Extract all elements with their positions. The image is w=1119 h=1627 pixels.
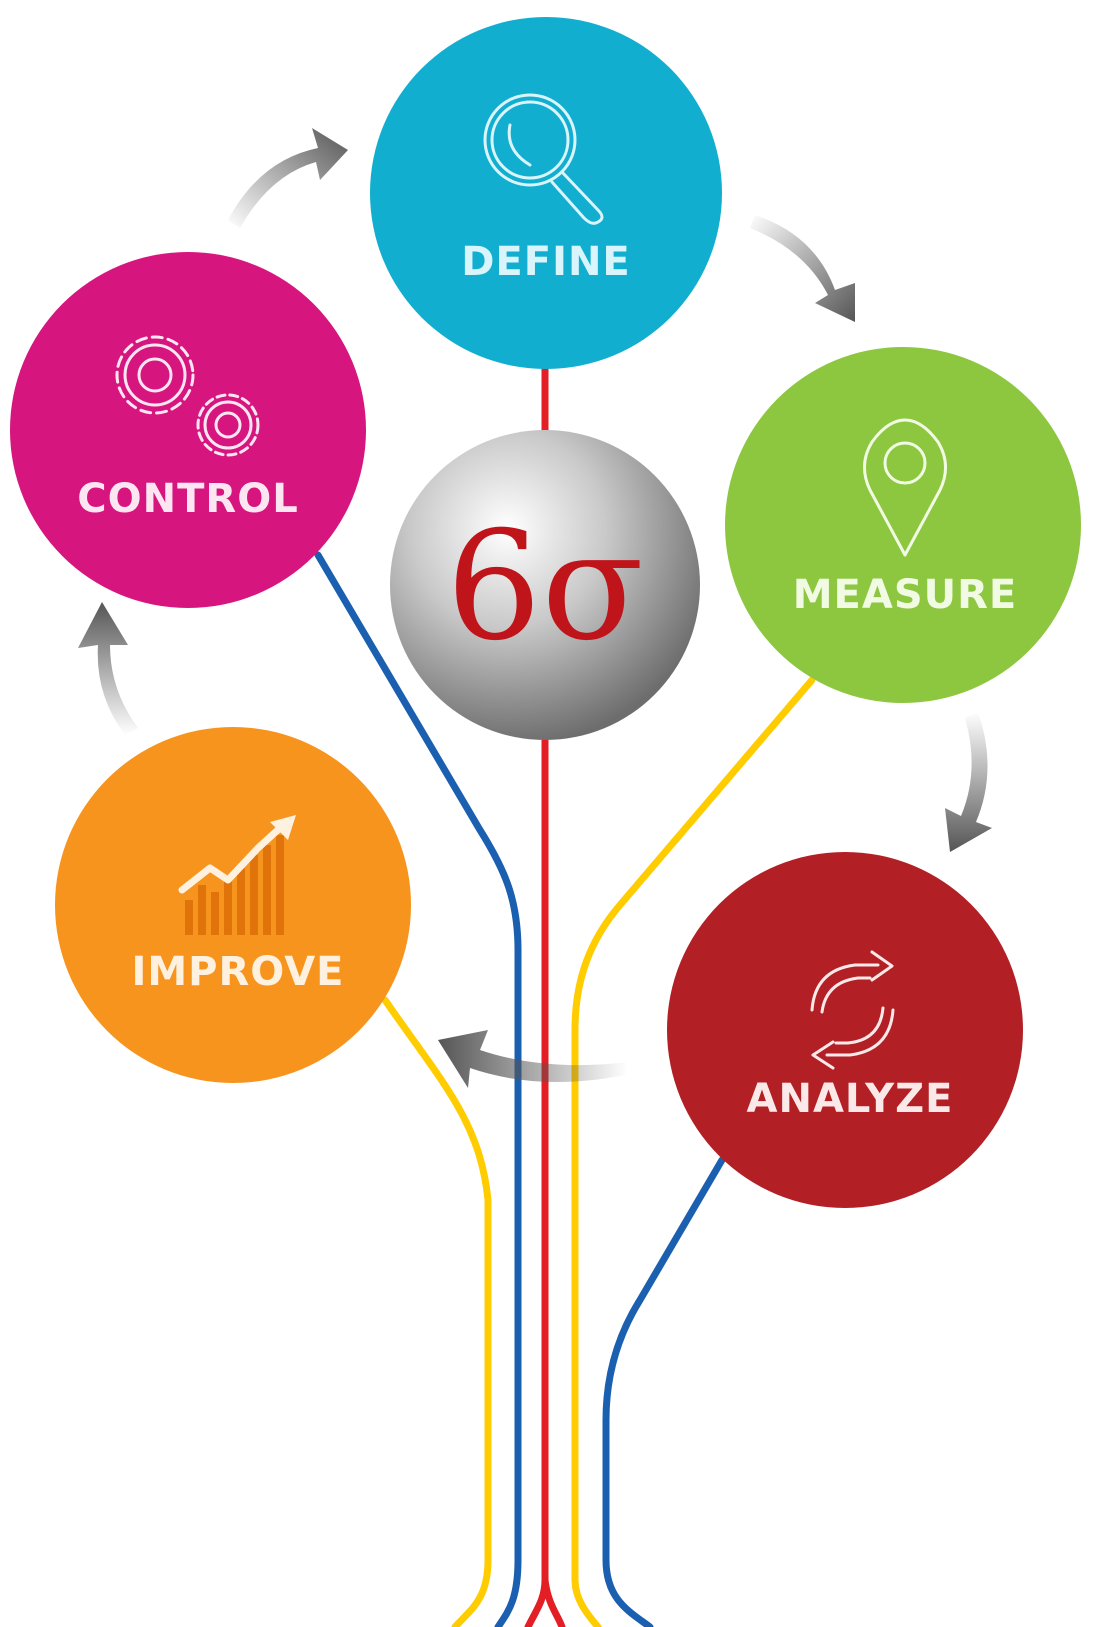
six-sigma-center: 6σ <box>390 430 700 740</box>
six-sigma-symbol: 6σ <box>446 500 644 674</box>
arrow-measure-to-analyze <box>945 712 992 852</box>
improve-circle <box>55 727 411 1083</box>
control-label: CONTROL <box>77 476 298 522</box>
measure-circle <box>725 347 1081 703</box>
arrow-improve-to-control <box>78 602 138 735</box>
analyze-circle <box>667 852 1023 1208</box>
node-analyze: ANALYZE <box>667 852 1023 1208</box>
center-sphere <box>390 430 700 740</box>
magnifier-icon <box>483 93 604 225</box>
control-circle <box>10 252 366 608</box>
blue-line-analyze <box>602 1156 726 1627</box>
gears-icon <box>115 335 260 457</box>
yellow-line-measure <box>571 676 816 1627</box>
stem-lines <box>314 361 816 1627</box>
define-label: DEFINE <box>461 239 631 285</box>
analyze-label: ANALYZE <box>747 1076 954 1122</box>
node-define: DEFINE <box>370 17 722 369</box>
cycle-arrows <box>78 128 992 1088</box>
growth-chart-icon <box>178 815 296 935</box>
map-pin-icon <box>863 418 947 557</box>
improve-label: IMPROVE <box>131 949 344 995</box>
cycle-arrows-icon <box>810 950 895 1070</box>
define-circle <box>370 17 722 369</box>
node-improve: IMPROVE <box>55 727 411 1083</box>
node-control: CONTROL <box>10 252 366 608</box>
yellow-line-improve <box>381 996 492 1627</box>
measure-label: MEASURE <box>793 572 1018 618</box>
arrow-analyze-to-improve <box>438 1030 628 1088</box>
node-measure: MEASURE <box>725 347 1081 703</box>
arrow-define-to-measure <box>750 215 855 322</box>
red-line-branch <box>541 1576 566 1627</box>
blue-line-control <box>314 551 522 1627</box>
arrow-control-to-define <box>228 128 348 228</box>
